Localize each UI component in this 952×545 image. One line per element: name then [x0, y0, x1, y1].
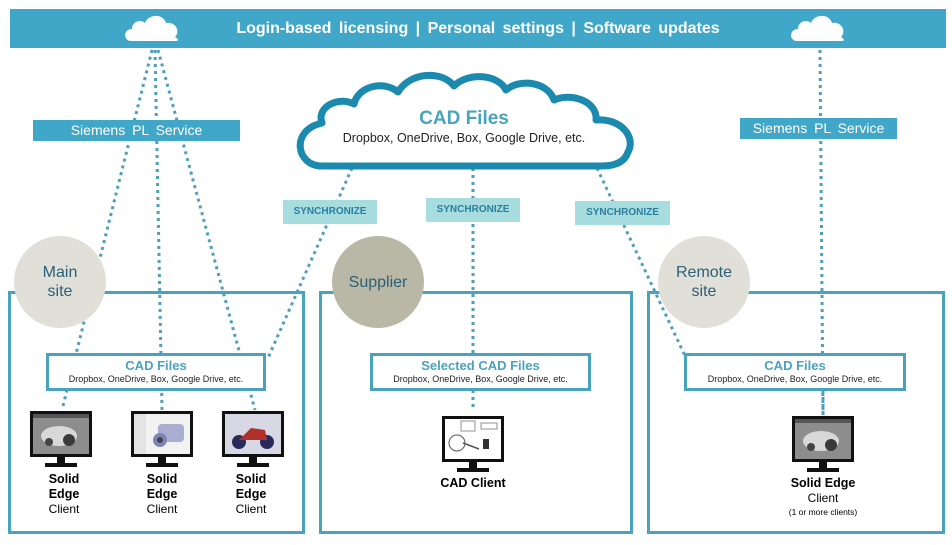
- files-subtitle-supplier: Dropbox, OneDrive, Box, Google Drive, et…: [393, 374, 568, 384]
- cloud-icon-left: [125, 15, 179, 41]
- files-box-main: CAD Files Dropbox, OneDrive, Box, Google…: [46, 353, 266, 391]
- files-box-remote: CAD Files Dropbox, OneDrive, Box, Google…: [684, 353, 906, 391]
- site-circle-remote: Remote site: [658, 236, 750, 328]
- monitor-car-engine-icon: [30, 411, 92, 467]
- files-title-main: CAD Files: [125, 358, 187, 373]
- files-box-supplier: Selected CAD Files Dropbox, OneDrive, Bo…: [370, 353, 591, 391]
- client-label-main-3: Solid Edge Client: [211, 472, 291, 517]
- site-name-main-line1: Main: [42, 264, 78, 281]
- central-cloud-label: CAD Files Dropbox, OneDrive, Box, Google…: [292, 108, 636, 146]
- monitor-car-engine-icon: [792, 416, 854, 472]
- site-circle-supplier: Supplier: [332, 236, 424, 328]
- client-type: Client: [48, 502, 80, 516]
- files-subtitle-main: Dropbox, OneDrive, Box, Google Drive, et…: [68, 374, 244, 384]
- files-title-supplier: Selected CAD Files: [421, 358, 540, 373]
- client-name: CAD Client: [440, 476, 506, 490]
- siemens-service-label-left: Siemens PL Service: [33, 120, 240, 141]
- client-label-remote: Solid Edge Client (1 or more clients): [763, 476, 883, 518]
- client-count-note: (1 or more clients): [788, 507, 858, 517]
- cloud-icon-right: [791, 15, 845, 41]
- site-box-supplier: [319, 291, 633, 534]
- client-label-main-1: Solid Edge Client: [24, 472, 104, 517]
- central-cloud-title: CAD Files: [419, 108, 509, 129]
- siemens-service-label-right: Siemens PL Service: [740, 118, 897, 139]
- site-name-remote-line2: site: [691, 283, 717, 300]
- sync-label-supplier: SYNCHRONIZE: [426, 198, 520, 222]
- files-subtitle-remote: Dropbox, OneDrive, Box, Google Drive, et…: [707, 374, 883, 384]
- client-name: Solid Edge: [790, 476, 856, 490]
- monitor-motorcycle-icon: [222, 411, 284, 467]
- client-name-line1: Solid: [146, 472, 178, 486]
- monitor-drawing-icon: [442, 416, 504, 472]
- site-box-remote: [647, 291, 945, 534]
- top-banner-text: Login-based licensing | Personal setting…: [236, 20, 720, 37]
- client-label-supplier: CAD Client: [423, 476, 523, 491]
- client-name-line2: Edge: [146, 487, 178, 501]
- files-title-remote: CAD Files: [764, 358, 826, 373]
- client-type: Client: [146, 502, 178, 516]
- client-type: Client: [235, 502, 267, 516]
- connector-left-cloud-to-client1: [60, 49, 154, 411]
- client-type: Client: [807, 491, 839, 505]
- central-cloud-icon: [296, 71, 634, 170]
- client-label-main-2: Solid Edge Client: [122, 472, 202, 517]
- site-name-supplier: Supplier: [348, 273, 408, 291]
- sync-label-remote: SYNCHRONIZE: [575, 201, 670, 225]
- connector-left-cloud-to-client3: [156, 49, 257, 411]
- monitor-camera-model-icon: [131, 411, 193, 467]
- site-circle-main: Main site: [14, 236, 106, 328]
- sync-label-main: SYNCHRONIZE: [283, 200, 377, 224]
- client-name-line2: Edge: [48, 487, 80, 501]
- site-box-main: [8, 291, 305, 534]
- site-name-main-line2: site: [47, 283, 73, 300]
- connector-right-cloud-to-remote-client: [818, 49, 825, 416]
- client-name-line1: Solid: [235, 472, 267, 486]
- central-cloud-subtitle: Dropbox, OneDrive, Box, Google Drive, et…: [342, 131, 586, 145]
- client-name-line1: Solid: [48, 472, 80, 486]
- client-name-line2: Edge: [235, 487, 267, 501]
- site-name-remote-line1: Remote: [675, 264, 733, 281]
